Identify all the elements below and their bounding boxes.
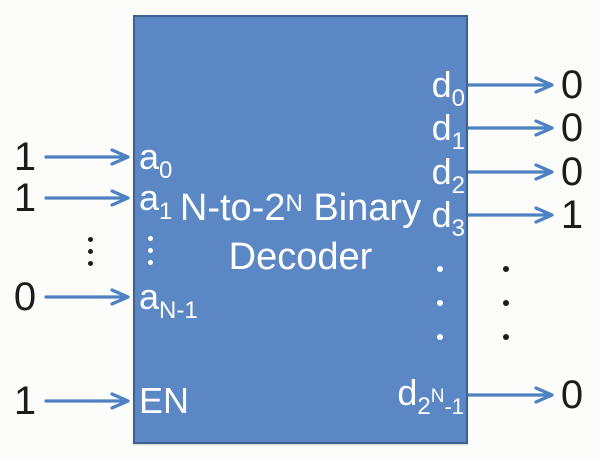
output-port-ellipsis-icon — [437, 266, 443, 340]
input-arrow-icon — [44, 189, 130, 207]
port-base: a — [139, 136, 160, 177]
output-arrow-icon — [468, 206, 554, 224]
title-text: N-to-2 — [179, 187, 286, 229]
input-value-en: 1 — [13, 379, 37, 423]
output-arrow-icon — [468, 163, 554, 181]
input-port-a1: a1 — [139, 177, 172, 224]
output-port-d3: d3 — [431, 194, 465, 241]
decoder-box — [133, 15, 468, 444]
output-port-d2n1: d2N-1 — [397, 372, 464, 419]
decoder-title: N-to-2N Binary Decoder — [133, 184, 468, 282]
port-base: d — [431, 194, 452, 235]
output-port-d2: d2 — [431, 151, 465, 198]
input-arrow-icon — [44, 288, 130, 306]
output-value-d2n1: 0 — [560, 373, 584, 417]
decoder-title-line1: N-to-2N Binary — [133, 184, 468, 233]
output-value-d2: 0 — [560, 150, 584, 194]
port-subscript: 3 — [451, 215, 465, 242]
output-ellipsis-icon — [503, 266, 509, 340]
output-value-d0: 0 — [560, 63, 584, 107]
output-arrow-icon — [468, 386, 554, 404]
input-value-a0: 1 — [13, 135, 37, 179]
output-port-d1: d1 — [431, 107, 465, 154]
input-port-en: EN — [139, 383, 189, 419]
port-base: d — [397, 372, 418, 413]
port-base: a — [139, 276, 160, 317]
output-value-d3: 1 — [560, 193, 584, 237]
input-arrow-icon — [44, 148, 130, 166]
port-base: d — [431, 107, 452, 148]
port-base: d — [431, 151, 452, 192]
input-port-a0: a0 — [139, 136, 172, 183]
port-subscript: 2 — [417, 393, 431, 420]
output-value-d1: 0 — [560, 106, 584, 150]
input-port-ellipsis-icon — [148, 236, 153, 265]
port-subscript: 1 — [451, 128, 465, 155]
input-port-aN1: aN-1 — [139, 276, 198, 323]
input-value-a1: 1 — [13, 176, 37, 220]
input-ellipsis-icon — [88, 237, 93, 266]
title-superscript: N — [285, 190, 303, 217]
port-nested-superscript: N — [430, 386, 445, 407]
port-subscript: 0 — [451, 85, 465, 112]
output-arrow-icon — [468, 76, 554, 94]
port-base: EN — [139, 380, 190, 421]
input-arrow-icon — [44, 392, 130, 410]
port-subscript: 1 — [159, 198, 173, 225]
output-port-d0: d0 — [431, 64, 465, 111]
title-text: Binary — [302, 187, 422, 229]
port-subscript-tail: -1 — [444, 394, 464, 419]
port-base: a — [139, 177, 160, 218]
input-value-aN1: 0 — [13, 275, 37, 319]
port-subscript: 0 — [159, 157, 173, 184]
port-base: d — [431, 64, 452, 105]
output-arrow-icon — [468, 119, 554, 137]
decoder-title-line2: Decoder — [228, 236, 373, 278]
port-subscript: N-1 — [159, 297, 198, 324]
port-subscript: 2 — [451, 172, 465, 199]
